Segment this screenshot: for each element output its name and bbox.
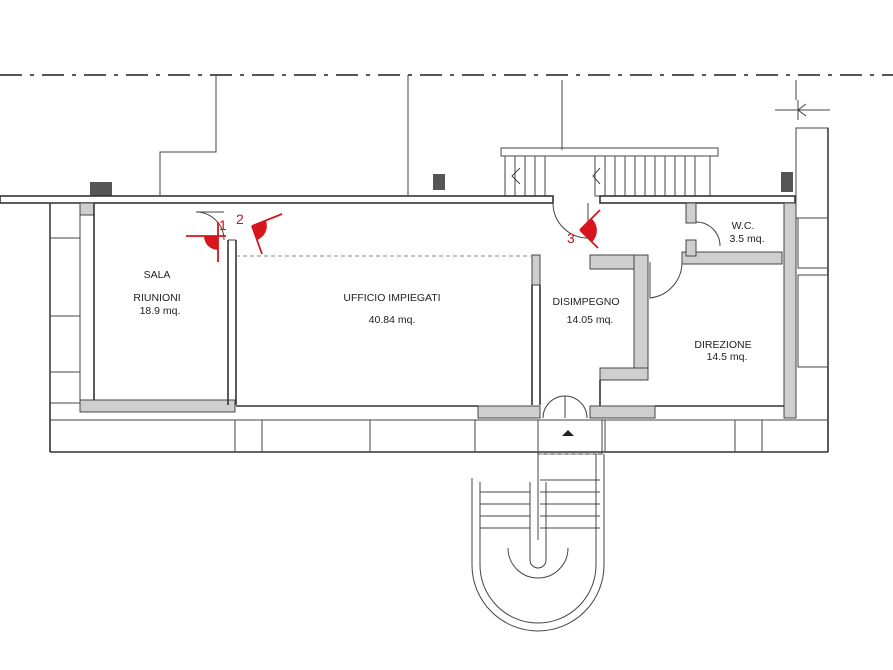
rear-staircase	[500, 147, 719, 197]
room-area-sala: 18.9 mq.	[140, 305, 181, 317]
photo-marker-3: 3	[567, 209, 601, 249]
photo-marker-label: 2	[236, 211, 244, 227]
front-staircase	[471, 419, 605, 632]
photo-marker-label: 1	[219, 217, 227, 233]
room-area-direzione: 14.5 mq.	[707, 351, 748, 363]
room-name-sala: SALA	[144, 269, 171, 281]
hatched-walls	[79, 202, 797, 419]
photo-marker-label: 3	[567, 230, 575, 246]
room-name-wc: W.C.	[732, 220, 755, 232]
outbuildings	[159, 75, 797, 195]
camera-view-icon	[580, 219, 597, 242]
room-name-disimpegno: DISIMPEGNO	[552, 296, 619, 308]
interior-partitions	[93, 203, 784, 407]
section-arrow-icon	[775, 100, 830, 120]
exterior-walls	[0, 127, 829, 453]
room-area-ufficio: 40.84 mq.	[369, 314, 416, 326]
photo-marker-2: 2	[236, 211, 283, 255]
room-name-ufficio: UFFICIO IMPIEGATI	[343, 292, 440, 304]
room-labels: SALA RIUNIONI 18.9 mq. UFFICIO IMPIEGATI…	[133, 220, 764, 363]
room-area-disimpegno: 14.05 mq.	[567, 314, 614, 326]
camera-view-icon	[204, 236, 218, 250]
room-name-riunioni: RIUNIONI	[133, 292, 180, 304]
photo-marker-1: 1	[186, 217, 227, 262]
room-area-wc: 3.5 mq.	[729, 233, 764, 245]
chimney-icons	[90, 172, 793, 196]
room-name-direzione: DIREZIONE	[694, 339, 751, 351]
camera-view-icon	[252, 221, 267, 240]
